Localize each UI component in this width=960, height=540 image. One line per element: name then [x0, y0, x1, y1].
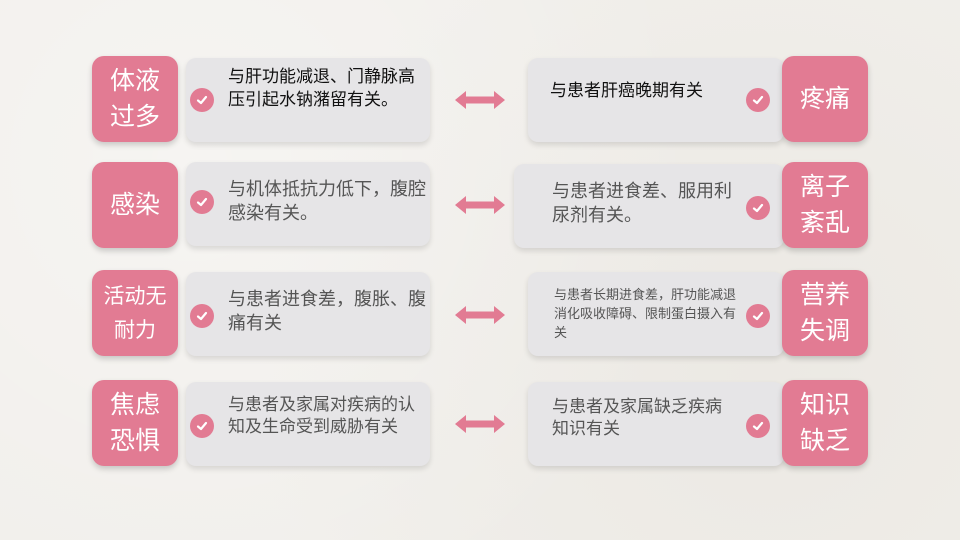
tag-label: 知识缺乏 — [799, 390, 850, 455]
row-infection: 与机体抵抗力低下，腹腔感染有关。 感染 与患者进食差、服用利尿剂有关。 离子紊乱 — [0, 162, 960, 254]
left-text: 与肝功能减退、门静脉高压引起水钠潴留有关。 — [228, 67, 415, 110]
check-circle-icon — [746, 196, 770, 220]
left-text: 与机体抵抗力低下，腹腔感染有关。 — [228, 179, 426, 224]
row-anxiety-fear: 与患者及家属对疾病的认知及生命受到威胁有关 焦虑恐惧 与患者及家属缺乏疾病知识有… — [0, 380, 960, 472]
left-text: 与患者及家属对疾病的认知及生命受到威胁有关 — [228, 395, 415, 437]
right-text: 与患者长期进食差，肝功能减退消化吸收障碍、限制蛋白摄入有关 — [554, 288, 737, 341]
right-text-box: 与患者进食差、服用利尿剂有关。 — [514, 164, 784, 248]
double-arrow-icon — [455, 196, 505, 214]
left-text-box: 与机体抵抗力低下，腹腔感染有关。 — [186, 162, 430, 246]
tag-label: 体液过多 — [109, 66, 160, 131]
right-text-box: 与患者肝癌晚期有关 — [528, 58, 784, 142]
check-circle-icon — [190, 304, 214, 328]
check-circle-icon — [190, 414, 214, 438]
double-arrow-icon — [455, 306, 505, 324]
check-circle-icon — [746, 88, 770, 112]
check-circle-icon — [746, 304, 770, 328]
check-circle-icon — [190, 190, 214, 214]
left-text-box: 与患者进食差，腹胀、腹痛有关 — [186, 272, 430, 356]
double-arrow-icon — [455, 415, 505, 433]
row-fluid-overload: 与肝功能减退、门静脉高压引起水钠潴留有关。 体液过多 与患者肝癌晚期有关 疼痛 — [0, 56, 960, 148]
tag-infection: 感染 — [92, 162, 178, 248]
check-circle-icon — [746, 414, 770, 438]
row-activity-intolerance: 与患者进食差，腹胀、腹痛有关 活动无耐力 与患者长期进食差，肝功能减退消化吸收障… — [0, 270, 960, 362]
tag-knowledge-deficit: 知识缺乏 — [782, 380, 868, 466]
left-text-box: 与肝功能减退、门静脉高压引起水钠潴留有关。 — [186, 58, 430, 142]
right-text: 与患者及家属缺乏疾病知识有关 — [552, 397, 722, 439]
tag-activity-intolerance: 活动无耐力 — [92, 270, 178, 356]
tag-label: 离子紊乱 — [799, 172, 850, 237]
right-text: 与患者肝癌晚期有关 — [550, 81, 703, 101]
tag-electrolyte-disorder: 离子紊乱 — [782, 162, 868, 248]
tag-nutrition-imbalance: 营养失调 — [782, 270, 868, 356]
tag-pain: 疼痛 — [782, 56, 868, 142]
left-text-box: 与患者及家属对疾病的认知及生命受到威胁有关 — [186, 382, 430, 466]
tag-label: 疼痛 — [799, 84, 850, 113]
tag-label: 活动无耐力 — [103, 284, 167, 342]
right-text: 与患者进食差、服用利尿剂有关。 — [552, 181, 732, 226]
tag-label: 焦虑恐惧 — [109, 390, 160, 455]
double-arrow-icon — [455, 91, 505, 109]
left-text: 与患者进食差，腹胀、腹痛有关 — [228, 289, 426, 334]
tag-fluid-overload: 体液过多 — [92, 56, 178, 142]
tag-label: 感染 — [109, 190, 160, 219]
check-circle-icon — [190, 88, 214, 112]
right-text-box: 与患者及家属缺乏疾病知识有关 — [528, 382, 784, 466]
tag-label: 营养失调 — [799, 280, 850, 345]
tag-anxiety-fear: 焦虑恐惧 — [92, 380, 178, 466]
right-text-box: 与患者长期进食差，肝功能减退消化吸收障碍、限制蛋白摄入有关 — [528, 272, 784, 356]
